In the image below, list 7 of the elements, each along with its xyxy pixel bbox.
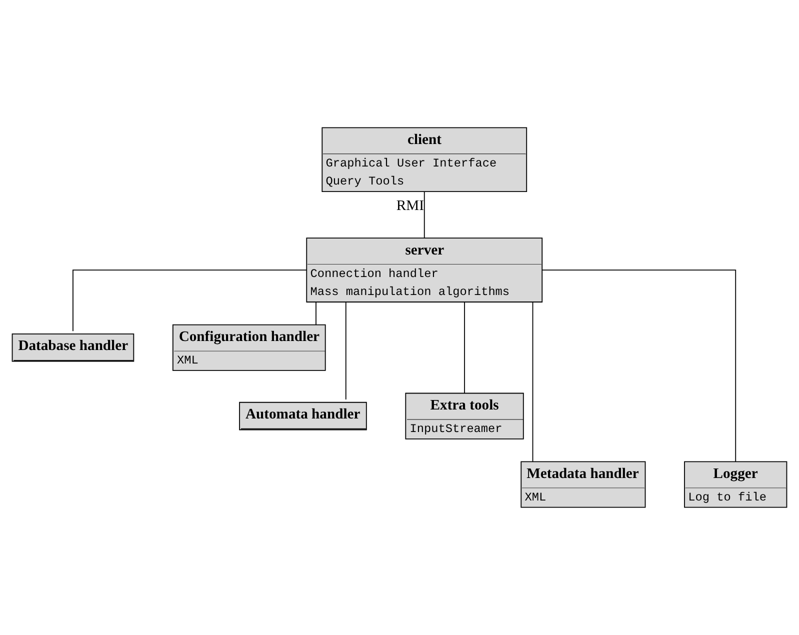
connector <box>464 302 465 394</box>
edge-label: RMI <box>396 198 424 214</box>
connector <box>532 302 534 462</box>
connector <box>345 302 346 400</box>
connector <box>424 191 425 238</box>
connector <box>542 270 736 462</box>
connector <box>72 270 308 332</box>
